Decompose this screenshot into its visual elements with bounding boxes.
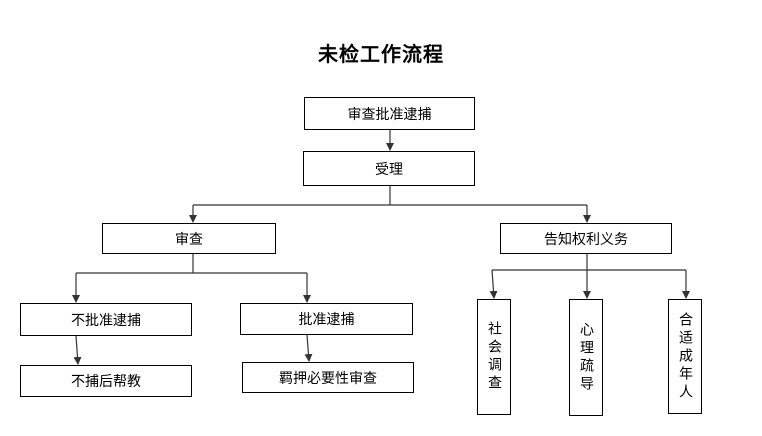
node-review-approve-arrest: 审查批准逮捕 <box>304 97 475 130</box>
arrow-to-social-investigation <box>489 269 498 299</box>
node-adult-present: 合适成年人 <box>668 299 702 414</box>
arrow-to-detention-review <box>304 334 313 362</box>
node-social-investigation: 社会调查 <box>477 299 511 415</box>
diagram-title: 未检工作流程 <box>318 42 444 66</box>
arrow-to-no-arrest-help <box>73 335 82 365</box>
node-review: 审查 <box>102 223 276 254</box>
node-accept: 受理 <box>303 151 475 186</box>
node-no-arrest-help: 不捕后帮教 <box>20 365 192 397</box>
node-approve-arrest: 批准逮捕 <box>240 303 413 335</box>
node-not-approve-arrest: 不批准逮捕 <box>20 303 192 336</box>
node-psych-counsel: 心理疏导 <box>569 299 603 416</box>
node-detention-necessity-review: 羁押必要性审查 <box>242 362 414 393</box>
node-inform-rights: 告知权利义务 <box>500 223 672 254</box>
